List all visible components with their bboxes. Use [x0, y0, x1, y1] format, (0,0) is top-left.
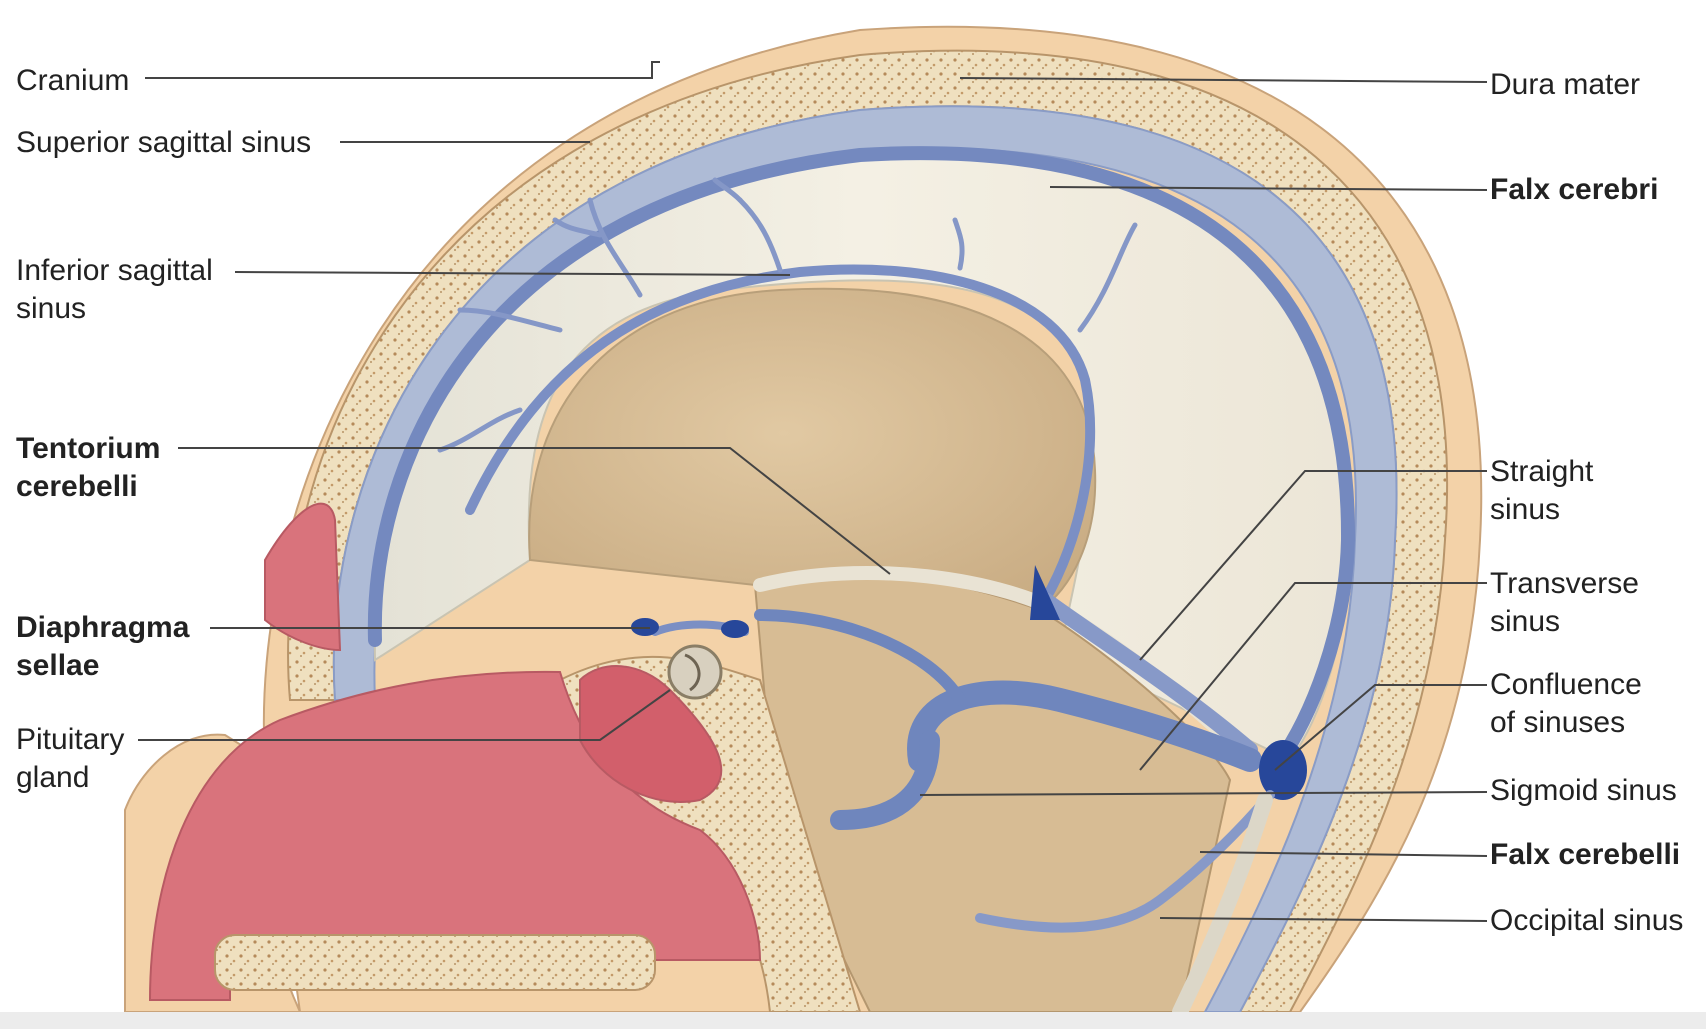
- label-pituitary-gland: Pituitary gland: [16, 721, 124, 797]
- label-pituitary-gland-line2: gland: [16, 761, 90, 794]
- leader-falx-cerebelli: [1199, 851, 1488, 857]
- falx-cerebelli: [1172, 792, 1273, 1020]
- palate-bone: [214, 934, 656, 991]
- superior-sagittal-sinus: [367, 146, 1356, 767]
- label-straight-sinus: Straight sinus: [1490, 453, 1593, 529]
- label-falx-cerebri: Falx cerebri: [1490, 173, 1659, 206]
- leader-straight-sinus: [1139, 470, 1487, 661]
- label-superior-sagittal-sinus: Superior sagittal sinus: [16, 126, 312, 159]
- inferior-sagittal-sinus: [465, 264, 1095, 605]
- occipital-sinus: [975, 790, 1275, 933]
- label-tentorium-cerebelli: Tentorium cerebelli: [16, 430, 160, 506]
- label-straight-sinus-line2: sinus: [1490, 493, 1561, 526]
- sphenoid-sinus: [579, 665, 723, 803]
- label-falx-cerebelli: Falx cerebelli: [1490, 838, 1681, 871]
- leader-occipital-sinus: [1159, 917, 1488, 922]
- leader-sigmoid-sinus: [919, 791, 1488, 796]
- pituitary-gland-detail: [684, 653, 701, 692]
- label-inferior-sagittal-sinus-line2: sinus: [16, 292, 87, 325]
- label-tentorium-cerebelli-line2: cerebelli: [16, 470, 138, 503]
- label-tentorium-cerebelli-line1: Tentorium: [16, 432, 161, 465]
- label-transverse-sinus-line2: sinus: [1490, 605, 1561, 638]
- label-diaphragma-sellae-line1: Diaphragma: [16, 611, 190, 644]
- label-confluence-of-sinuses: Confluence of sinuses: [1490, 666, 1642, 742]
- transverse-sinus: [907, 680, 1262, 772]
- label-diaphragma-sellae: Diaphragma sellae: [16, 609, 189, 685]
- label-confluence-of-sinuses-line1: Confluence: [1490, 668, 1642, 701]
- confluence-of-sinuses: [1259, 740, 1307, 800]
- label-pituitary-gland-line1: Pituitary: [16, 723, 125, 756]
- label-straight-sinus-line1: Straight: [1490, 455, 1594, 488]
- label-occipital-sinus: Occipital sinus: [1490, 904, 1684, 937]
- frontal-sinus: [264, 502, 342, 652]
- cerebral-veins: [437, 177, 1138, 453]
- bottom-border-band: [0, 1012, 1706, 1029]
- transverse-sinus-upper: [754, 609, 966, 706]
- label-inferior-sagittal-sinus: Inferior sagittal sinus: [16, 252, 213, 328]
- label-transverse-sinus-line1: Transverse: [1490, 567, 1639, 600]
- leader-transverse-sinus: [1139, 582, 1487, 771]
- straight-sinus-junction: [1030, 565, 1060, 620]
- label-inferior-sagittal-sinus-line1: Inferior sagittal: [16, 254, 213, 287]
- label-cranium: Cranium: [16, 64, 130, 97]
- cavernous-sinus-right: [721, 620, 749, 638]
- leader-cranium: [145, 61, 660, 79]
- leader-lines: [138, 61, 1488, 922]
- leader-pituitary: [138, 689, 671, 741]
- label-dura-mater: Dura mater: [1490, 68, 1641, 101]
- pituitary-gland: [667, 644, 723, 700]
- leader-falx-cerebri: [1049, 186, 1488, 191]
- straight-sinus: [1037, 592, 1258, 758]
- leader-tentorium: [178, 447, 891, 575]
- label-confluence-of-sinuses-line2: of sinuses: [1490, 706, 1626, 739]
- label-sigmoid-sinus: Sigmoid sinus: [1490, 774, 1677, 807]
- nasal-cavity: [148, 670, 762, 1001]
- label-diaphragma-sellae-line2: sellae: [16, 649, 100, 682]
- sigmoid-sinus: [830, 730, 940, 830]
- leader-confluence: [1274, 684, 1487, 771]
- leader-dura-mater: [959, 77, 1488, 83]
- label-transverse-sinus: Transverse sinus: [1490, 565, 1639, 641]
- leader-inferior-sagittal: [234, 271, 791, 276]
